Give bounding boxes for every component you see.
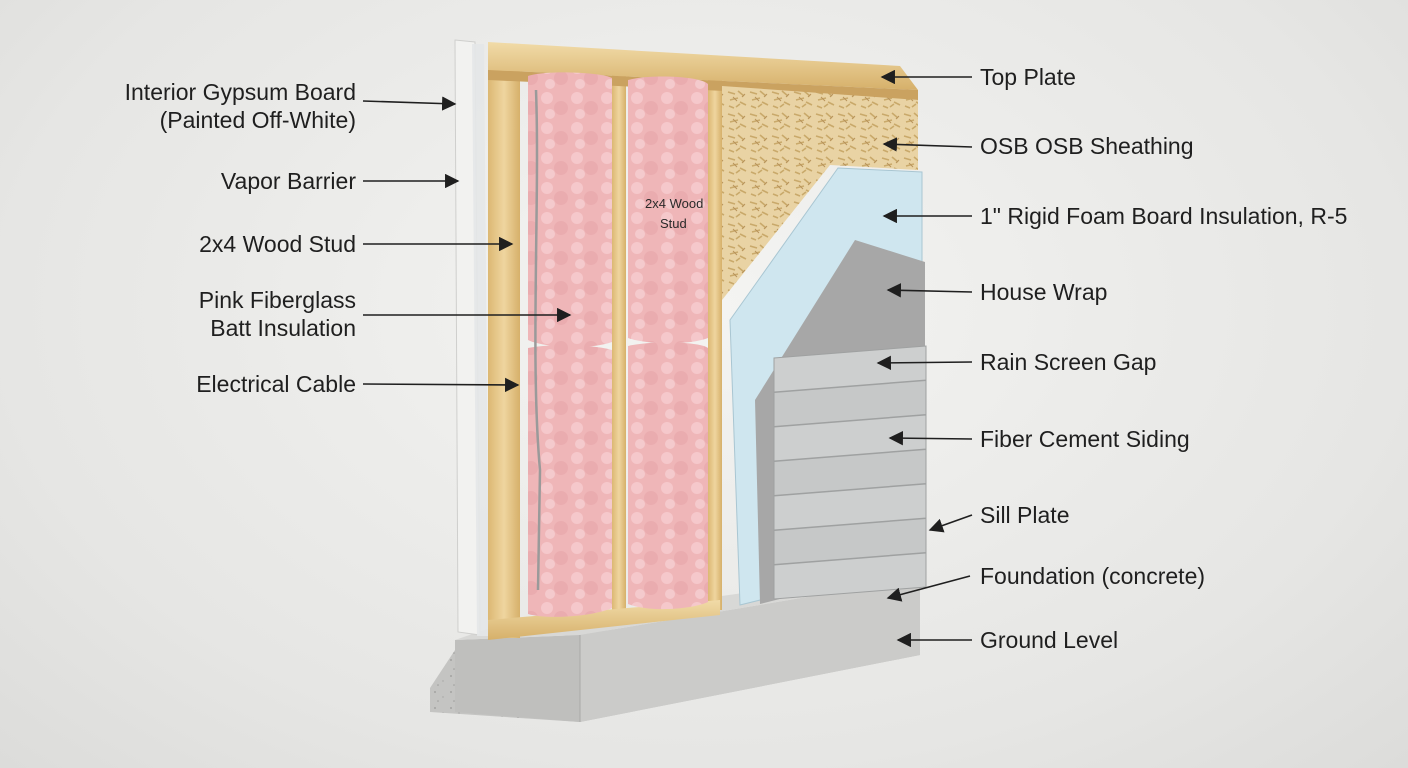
label-top-plate: Top Plate <box>980 63 1076 91</box>
label-rigid-foam: 1" Rigid Foam Board Insulation, R-5 <box>980 202 1347 230</box>
label-line: Electrical Cable <box>196 371 356 397</box>
label-line: Rain Screen Gap <box>980 349 1157 375</box>
leader-osb-sheathing <box>882 137 973 152</box>
label-line: Interior Gypsum Board <box>124 79 356 105</box>
label-line: 1" Rigid Foam Board Insulation, R-5 <box>980 203 1348 229</box>
gypsum-board-layer <box>454 39 489 636</box>
label-line: Pink Fiberglass <box>198 287 356 313</box>
label-line: Top Plate <box>980 64 1076 90</box>
label-line: OSB OSB Sheathing <box>980 133 1194 159</box>
label-ground-level: Ground Level <box>980 626 1118 654</box>
leader-electrical-cable <box>362 377 520 393</box>
label-vapor-barrier: Vapor Barrier <box>221 167 356 195</box>
label-electrical-cable: Electrical Cable <box>196 370 356 398</box>
label-interior-gypsum-board: Interior Gypsum Board (Painted Off-White… <box>125 78 356 134</box>
label-osb-sheathing: OSB OSB Sheathing <box>980 132 1194 160</box>
stud-marking-line-1: 2x4 Wood <box>645 196 703 211</box>
leader-rain-screen-gap <box>876 355 973 371</box>
leader-house-wrap <box>886 283 973 298</box>
label-fiber-cement-siding: Fiber Cement Siding <box>980 425 1190 453</box>
label-fiberglass-insulation: Pink Fiberglass Batt Insulation <box>199 286 356 342</box>
label-line: Sill Plate <box>980 502 1070 528</box>
label-wood-stud: 2x4 Wood Stud <box>199 230 356 258</box>
leader-fiber-cement-siding <box>888 430 973 446</box>
label-line: Foundation (concrete) <box>980 563 1206 589</box>
leader-interior-gypsum-board <box>362 96 457 111</box>
label-house-wrap: House Wrap <box>980 278 1107 306</box>
insulation-batts <box>528 72 708 617</box>
label-sill-plate: Sill Plate <box>980 501 1069 529</box>
label-line: Batt Insulation <box>210 315 356 341</box>
label-line: Vapor Barrier <box>220 168 356 194</box>
label-line: 2x4 Wood Stud <box>199 231 356 257</box>
osb-panel <box>722 86 918 300</box>
label-line: Fiber Cement Siding <box>980 426 1190 452</box>
stud-marking-line-2: Stud <box>660 216 687 231</box>
label-rain-screen-gap: Rain Screen Gap <box>980 348 1156 376</box>
label-line: (Painted Off-White) <box>159 107 356 133</box>
label-line: Ground Level <box>980 627 1119 653</box>
leader-lines <box>362 69 973 648</box>
leader-foundation <box>886 575 971 602</box>
siding-boards <box>773 345 927 600</box>
label-foundation: Foundation (concrete) <box>980 562 1205 590</box>
label-line: House Wrap <box>980 279 1108 305</box>
leader-sill-plate <box>928 514 973 533</box>
